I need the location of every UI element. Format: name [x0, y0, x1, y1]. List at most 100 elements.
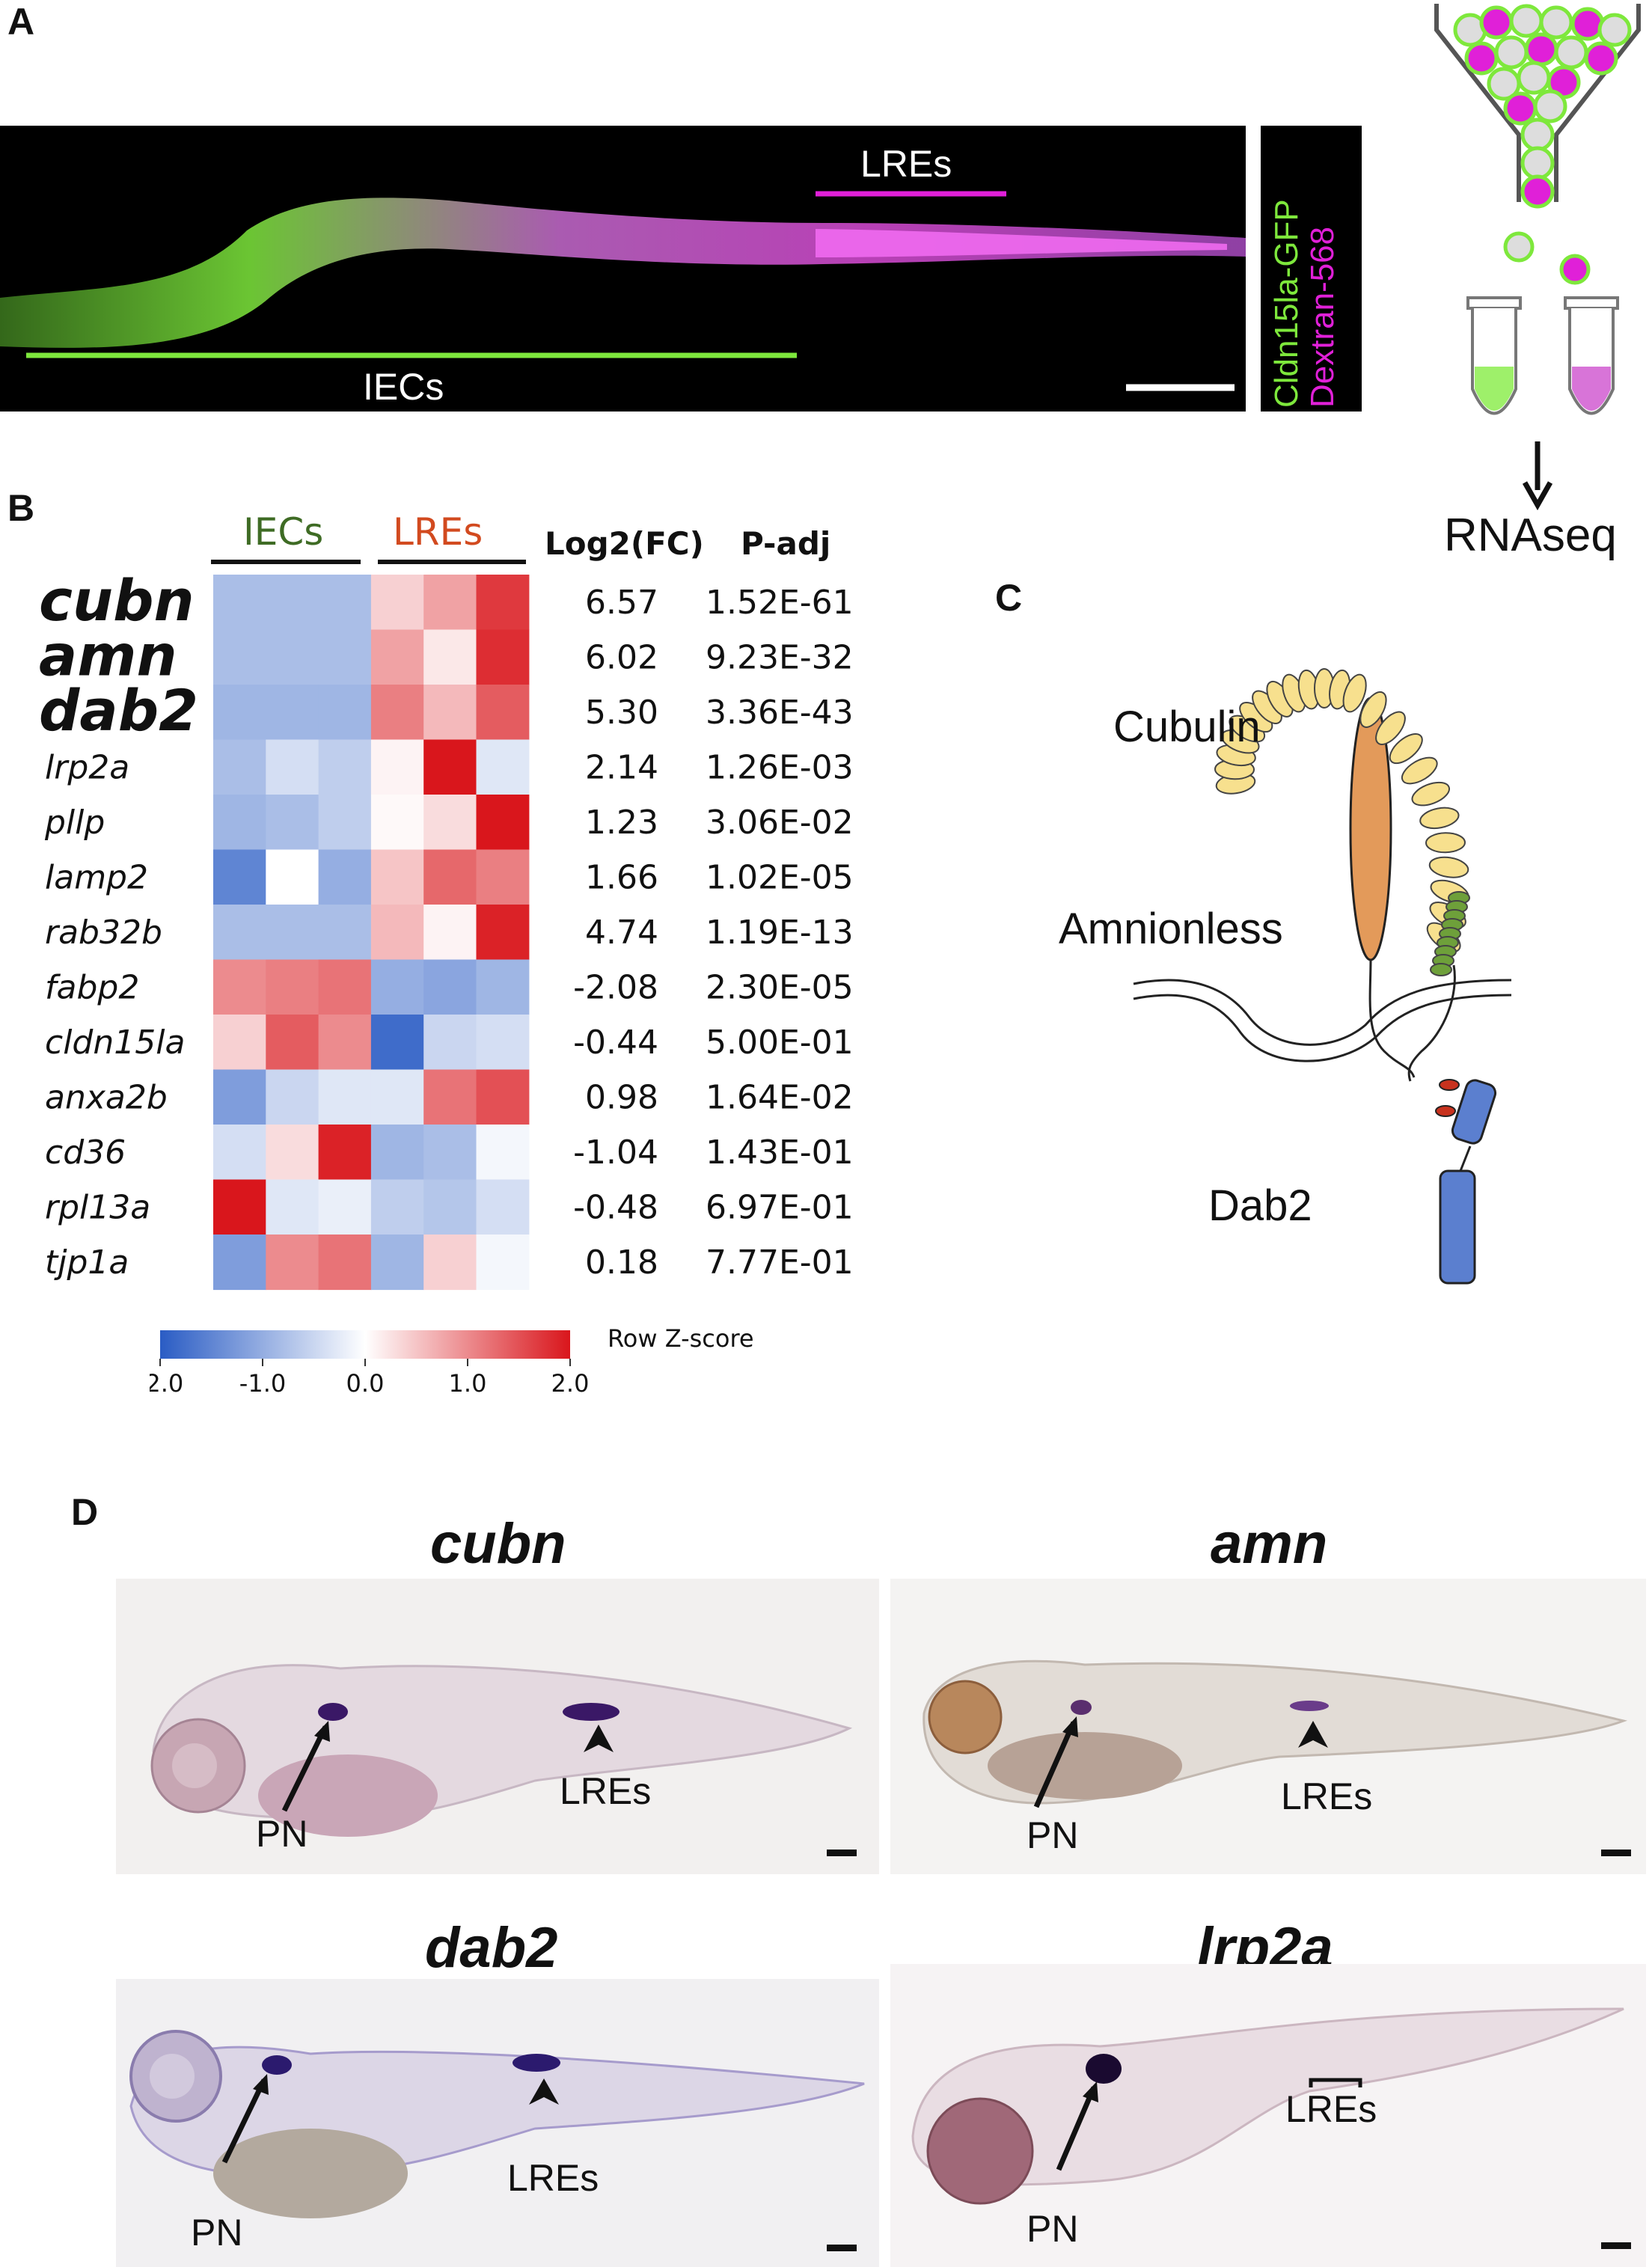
- padj-value: 3.06E-02: [706, 804, 854, 842]
- colorbar-title: Row Z-score: [608, 1324, 754, 1353]
- iecs-label-a: IECs: [363, 366, 444, 408]
- cubulin-domain: [1428, 856, 1469, 878]
- gene-label: cubn: [39, 575, 195, 634]
- heatmap-cell: [423, 1179, 477, 1235]
- heatmap-cell: [318, 905, 372, 961]
- heatmap-cell: [213, 685, 266, 741]
- heatmap-cell: [476, 1125, 530, 1181]
- heatmap-cell: [213, 1125, 266, 1181]
- heatmap-cell: [476, 685, 530, 741]
- heatmap-cell: [213, 905, 266, 961]
- gene-label: lrp2a: [45, 748, 129, 786]
- heatmap-cell: [423, 1015, 477, 1071]
- colorbar-tick-label: 1.0: [449, 1369, 487, 1398]
- heatmap-cell: [213, 849, 266, 905]
- heatmap-cell: [476, 849, 530, 905]
- gene-label: rab32b: [45, 914, 162, 952]
- padj-value: 1.52E-61: [706, 584, 854, 622]
- log2fc-value: 6.02: [585, 638, 658, 676]
- padj-value: 7.77E-01: [706, 1243, 854, 1282]
- panel-label-a: A: [7, 1, 35, 43]
- dab2-label: Dab2: [1208, 1181, 1312, 1230]
- cubulin-domain: [1375, 711, 1406, 745]
- heatmap-cell: [423, 1125, 477, 1181]
- arrowhead-lres-icon: [1298, 1721, 1328, 1748]
- gene-label: lamp2: [45, 858, 148, 896]
- lres-label-a: LREs: [860, 143, 952, 185]
- padj-value: 6.97E-01: [706, 1188, 854, 1226]
- padj-value: 1.19E-13: [706, 914, 854, 952]
- heatmap-cell: [370, 1179, 424, 1235]
- cubulin-tail: [1407, 964, 1456, 1082]
- heatmap-cell: [318, 1179, 372, 1235]
- heatmap-cell: [370, 849, 424, 905]
- heatmap-cell: [476, 739, 530, 795]
- heatmap-cell: [476, 575, 530, 631]
- cubulin-domain: [1401, 756, 1438, 785]
- colorbar-tick-label: 0.0: [346, 1369, 385, 1398]
- heatmap-cell: [318, 849, 372, 905]
- heatmap-cell: [213, 1015, 266, 1071]
- membrane-outer: [1133, 979, 1512, 1046]
- arrow-pn-icon: [221, 2078, 267, 2164]
- heatmap-cell: [213, 959, 266, 1015]
- heatmap-cell: [213, 739, 266, 795]
- tube-gfp-icon: [1466, 296, 1522, 415]
- heatmap-cell: [423, 1235, 477, 1291]
- membrane-inner: [1133, 994, 1512, 1062]
- cubulin-protein: [1214, 668, 1470, 976]
- panel-label-d: D: [71, 1491, 99, 1533]
- heatmap-cell: [318, 1125, 372, 1181]
- legend-gfp-label: Cldn15la-GFP: [1268, 199, 1305, 408]
- heatmap-cell: [266, 1125, 319, 1181]
- dab2-small-domain: [1451, 1079, 1497, 1145]
- larva-image-dab2: [116, 1979, 879, 2267]
- heatmap-cell: [266, 1179, 319, 1235]
- colorbar-tick-label: -1.0: [239, 1369, 286, 1398]
- cell-cluster: [1453, 4, 1632, 285]
- heatmap-cell: [370, 905, 424, 961]
- log2fc-value: -2.08: [573, 968, 658, 1006]
- pn-staining: [1086, 2054, 1122, 2084]
- gene-label: tjp1a: [45, 1243, 129, 1282]
- heatmap-cell: [318, 629, 372, 685]
- padj-value: 2.30E-05: [706, 968, 854, 1006]
- lres-label-amn: LREs: [1281, 1775, 1373, 1817]
- scale-bar: [827, 2245, 857, 2251]
- gene-label: pllp: [44, 804, 105, 842]
- lres-label-cubn: LREs: [560, 1770, 652, 1812]
- amnionless-label: Amnionless: [1059, 905, 1283, 953]
- heatmap-cell: [370, 1235, 424, 1291]
- padj-value: 3.36E-43: [706, 694, 854, 732]
- heatmap-cell: [423, 739, 477, 795]
- scale-bar: [827, 1850, 857, 1856]
- padj-header: P-adj: [741, 525, 831, 562]
- heatmap-cell: [370, 739, 424, 795]
- heatmap-cell: [476, 1235, 530, 1291]
- log2fc-value: -0.48: [573, 1188, 658, 1226]
- heatmap-cell: [476, 1015, 530, 1071]
- padj-value: 9.23E-32: [706, 638, 854, 676]
- heatmap-cell: [266, 795, 319, 851]
- log2fc-value: 1.66: [585, 858, 658, 896]
- pn-staining: [262, 2055, 292, 2075]
- log2fc-value: 5.30: [585, 694, 658, 732]
- heatmap-cell: [423, 849, 477, 905]
- tube-dextran-icon: [1564, 296, 1619, 415]
- cubulin-domain: [1389, 732, 1423, 765]
- log2fc-value: -0.44: [573, 1024, 658, 1062]
- pn-staining: [318, 1703, 348, 1721]
- larva-image-amn: [890, 1579, 1646, 1874]
- lres-bracket-icon: [1309, 2078, 1362, 2087]
- heatmap-cell: [423, 905, 477, 961]
- arrow-pn-icon: [1056, 2086, 1097, 2171]
- log2fc-value: 2.14: [585, 748, 658, 786]
- phospho-site: [1435, 1105, 1456, 1117]
- arrowhead-lres-icon: [529, 2078, 559, 2105]
- heatmap-cell: [370, 959, 424, 1015]
- heatmap-cell: [213, 629, 266, 685]
- scale-bar: [1601, 2242, 1631, 2249]
- cubulin-domain: [1359, 691, 1387, 728]
- log2fc-header: Log2(FC): [545, 525, 704, 562]
